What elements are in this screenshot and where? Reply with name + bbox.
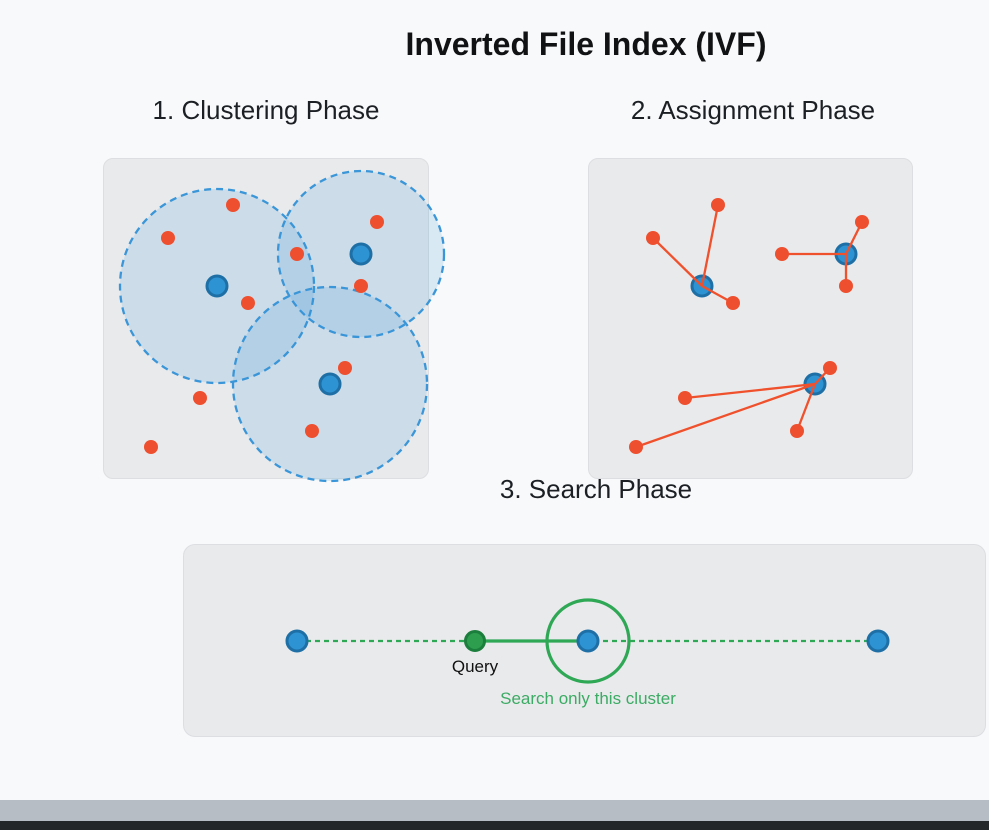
- footer-dark-bar: [0, 821, 989, 830]
- data-point: [775, 247, 789, 261]
- data-point: [193, 391, 207, 405]
- data-point: [144, 440, 158, 454]
- data-point: [226, 198, 240, 212]
- footer-gray-bar: [0, 800, 989, 821]
- centroid-dot: [349, 242, 373, 266]
- heading-clustering-phase: 1. Clustering Phase: [152, 95, 380, 125]
- data-point: [855, 215, 869, 229]
- assignment-diagram: [629, 198, 869, 454]
- data-point: [161, 231, 175, 245]
- data-point: [338, 361, 352, 375]
- assignment-phase-panel: [588, 158, 913, 479]
- assignment-line: [795, 383, 817, 432]
- selected-cluster-circle: [545, 598, 631, 684]
- data-point: [629, 440, 643, 454]
- search-diagram: [285, 598, 890, 684]
- centroid-dot: [205, 274, 229, 298]
- page-title: Inverted File Index (IVF): [405, 26, 767, 62]
- query-label: Query: [451, 657, 499, 676]
- centroid-dot: [318, 372, 342, 396]
- clustering-diagram: [118, 169, 446, 483]
- data-point: [354, 279, 368, 293]
- data-point: [790, 424, 804, 438]
- data-point: [370, 215, 384, 229]
- data-point: [241, 296, 255, 310]
- clustering-phase-panel: [103, 158, 446, 483]
- heading-assignment-phase: 2. Assignment Phase: [630, 95, 876, 125]
- heading-search-phase: 3. Search Phase: [499, 474, 693, 504]
- data-point: [711, 198, 725, 212]
- data-point: [726, 296, 740, 310]
- query-dot: [464, 630, 486, 652]
- data-point: [305, 424, 319, 438]
- assignment-line: [652, 237, 703, 287]
- data-point: [678, 391, 692, 405]
- data-point: [290, 247, 304, 261]
- centroid-dot: [285, 629, 309, 653]
- data-point: [646, 231, 660, 245]
- centroid-dot: [576, 629, 600, 653]
- search-phase-panel: Query Search only this cluster: [183, 544, 986, 737]
- assignment-line: [700, 204, 720, 287]
- data-point: [823, 361, 837, 375]
- centroid-dot: [866, 629, 890, 653]
- data-point: [839, 279, 853, 293]
- assignment-line: [635, 382, 816, 449]
- search-hint-label: Search only this cluster: [500, 689, 676, 708]
- assignment-line: [684, 382, 816, 400]
